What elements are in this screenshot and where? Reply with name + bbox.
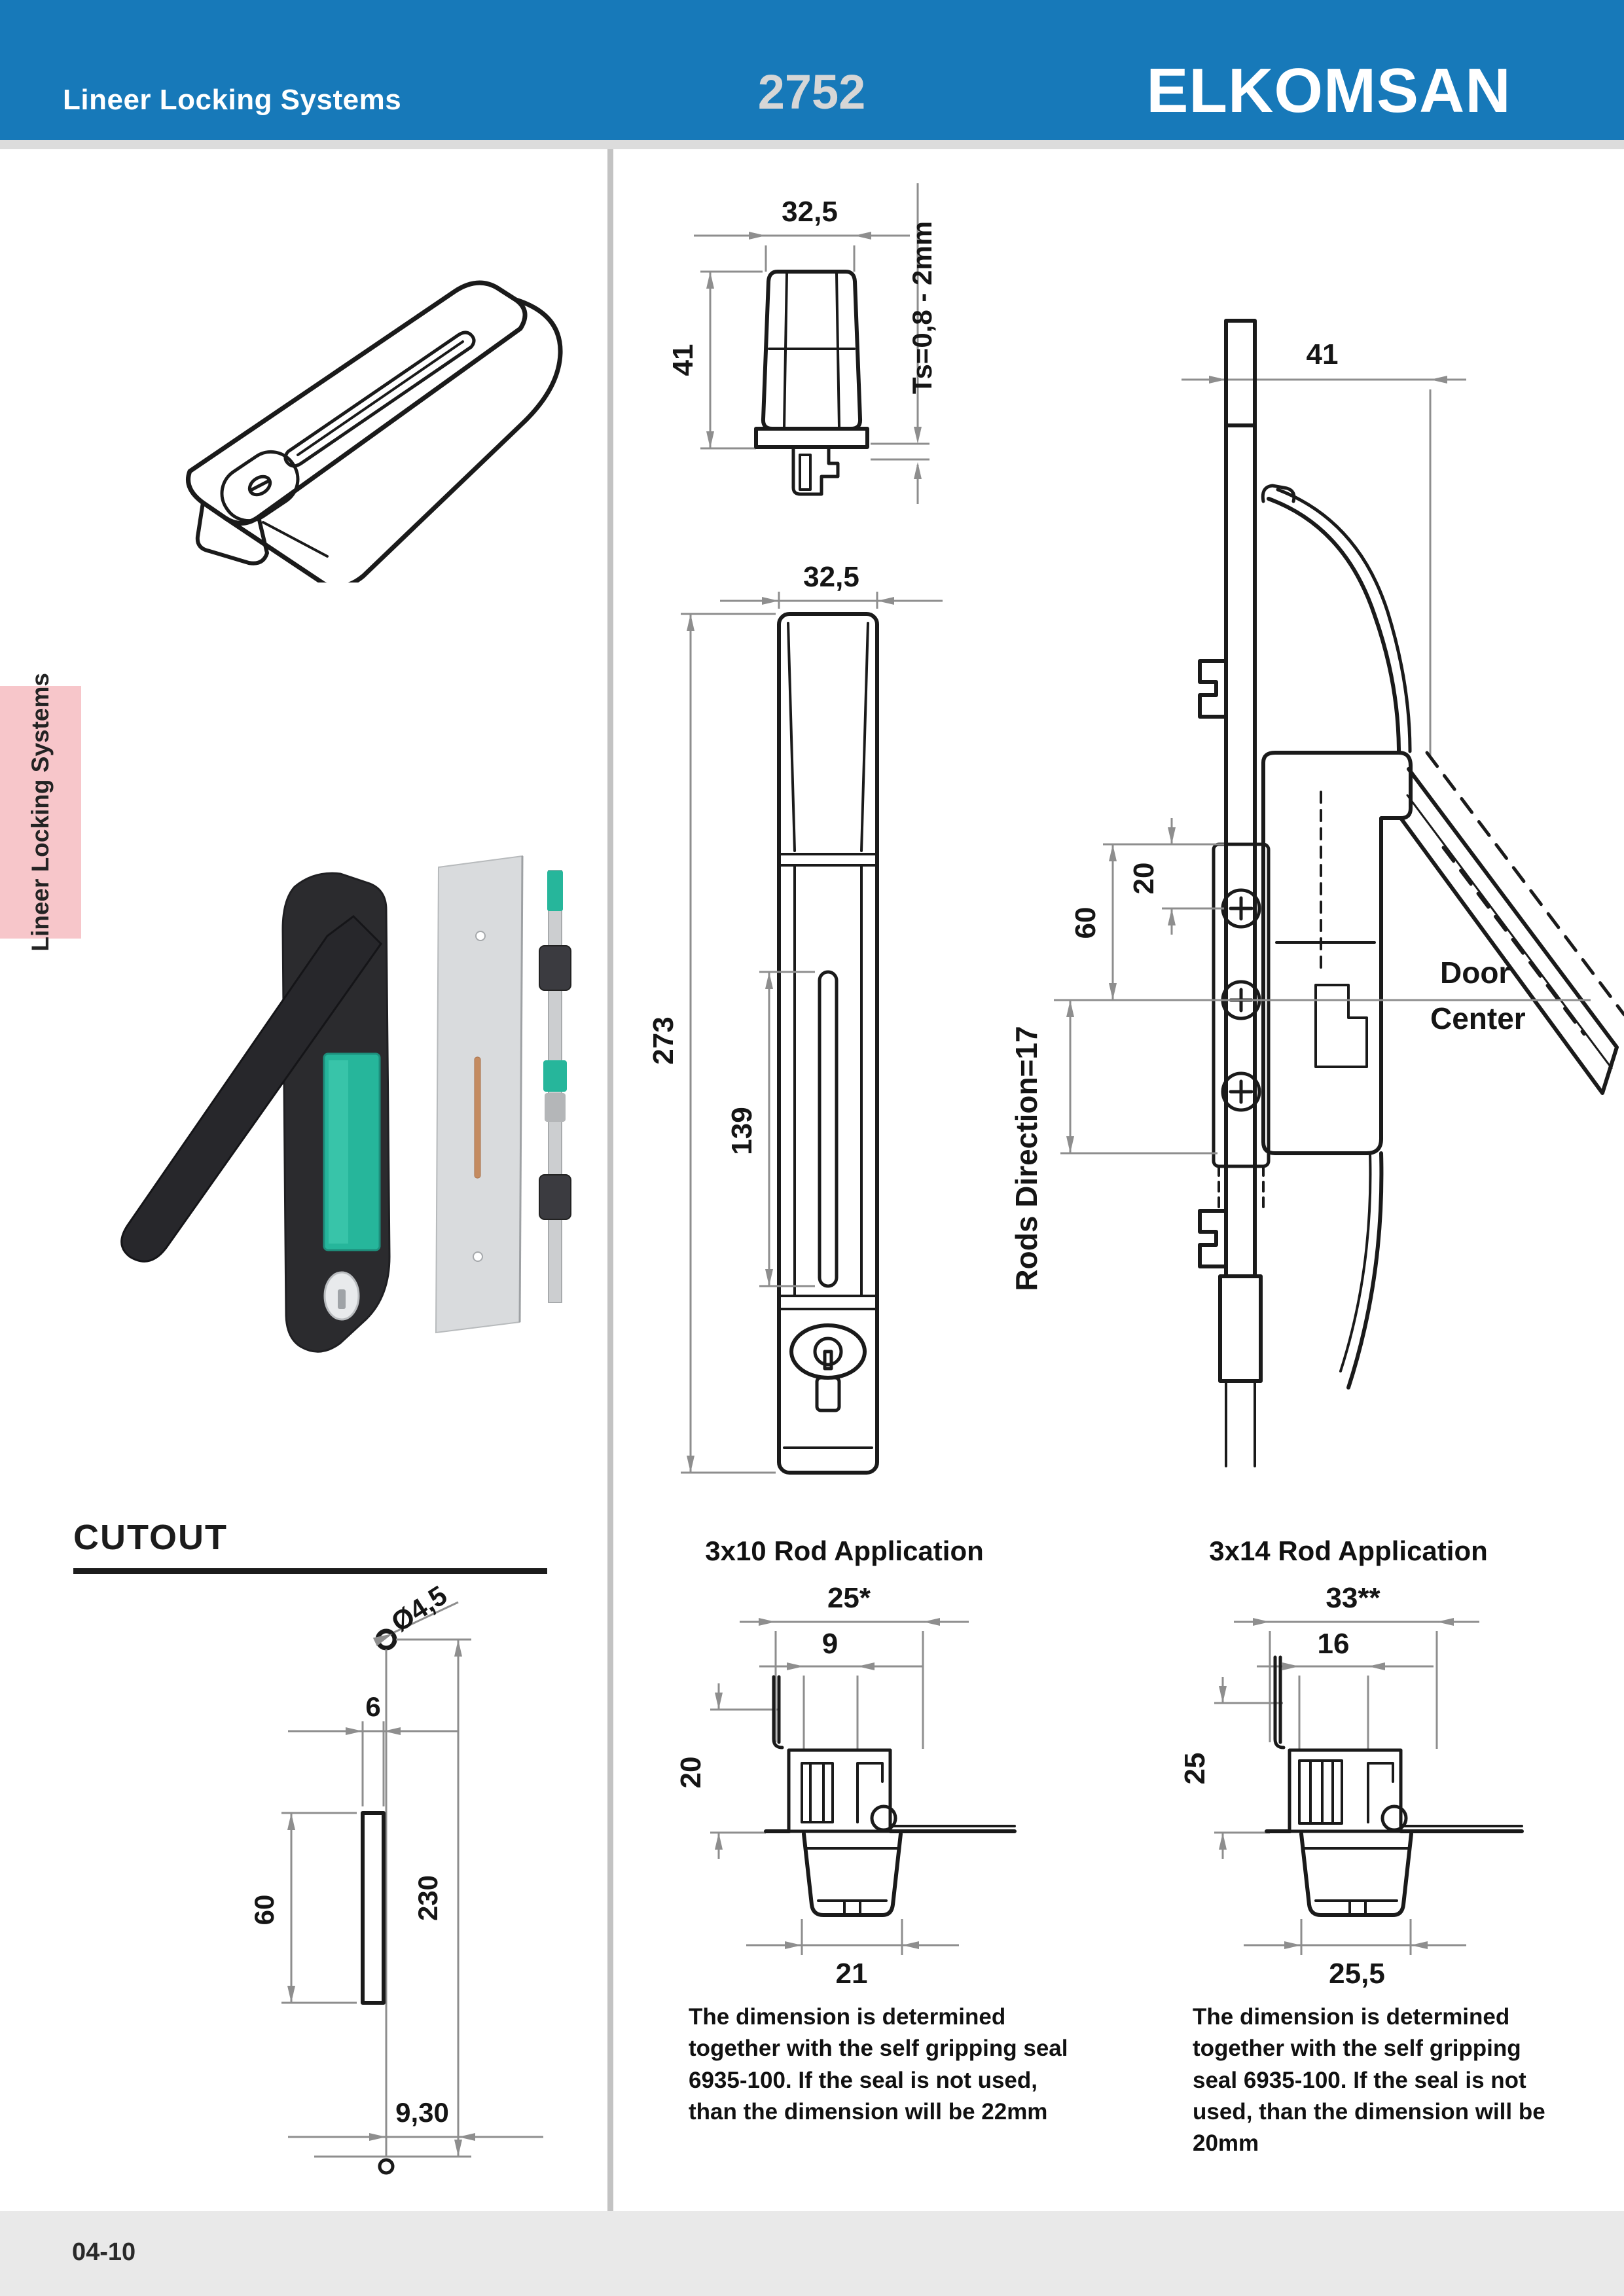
- rod14-drawing: 33** 16 25 25,5: [1179, 1582, 1524, 1990]
- rod-teal-tip: [547, 870, 563, 911]
- side-view-drawing: 41 Door Center 20: [1009, 319, 1624, 1467]
- exploded-view-drawing: [120, 855, 571, 1353]
- side-dim60-label: 60: [1070, 907, 1102, 939]
- rod10-title: 3x10 Rod Application: [705, 1535, 984, 1566]
- cutout-drawing: Ø4,5 230 6 60 9,30: [249, 1584, 543, 2175]
- rod14-title: 3x14 Rod Application: [1209, 1535, 1488, 1566]
- cap-width-label: 32,5: [782, 196, 838, 228]
- cutout-span-label: 230: [412, 1875, 443, 1921]
- rod-gray-block: [545, 1093, 566, 1122]
- rod14-note: The dimension is determined together wit…: [1193, 2004, 1545, 2157]
- door-center-label-2: Center: [1430, 1001, 1526, 1035]
- plate-hole-top: [475, 931, 486, 941]
- rod10-bottom-label: 21: [836, 1958, 868, 1990]
- side-depth-label: 41: [1307, 338, 1339, 370]
- brand-logo: ELKOMSAN: [1146, 56, 1511, 126]
- rod10-height-label: 20: [675, 1757, 707, 1789]
- page-number: 04-10: [72, 2238, 136, 2266]
- front-slot-label: 139: [726, 1107, 758, 1155]
- sidebar-tab: Lineer Locking Systems: [0, 673, 81, 952]
- plate-slot-shape: [474, 1056, 481, 1179]
- plate-hole-bottom: [473, 1251, 483, 1262]
- column-divider: [607, 149, 613, 2211]
- cap-thickness-label: Ts=0,8 - 2mm: [907, 221, 937, 394]
- rod-clip-top: [539, 945, 571, 991]
- key-slot-shape: [338, 1289, 346, 1309]
- iso-view-drawing: [186, 280, 563, 583]
- side-dim20-label: 20: [1128, 863, 1160, 895]
- handle-lever-shape: [120, 915, 382, 1263]
- rod10-inner-label: 9: [822, 1628, 838, 1660]
- cap-height-label: 41: [667, 344, 699, 376]
- rod14-outer-label: 33**: [1326, 1582, 1380, 1614]
- rod14-bottom-label: 25,5: [1329, 1958, 1385, 1990]
- cutout-underline: [73, 1568, 547, 1574]
- front-view-drawing: 32,5 273 139: [647, 563, 943, 1475]
- header-bar: [0, 0, 1624, 140]
- teal-highlight: [329, 1060, 348, 1244]
- cutout-slot-height-label: 60: [249, 1895, 280, 1926]
- rod10-note: The dimension is determined together wit…: [689, 2004, 1068, 2125]
- rod14-height-label: 25: [1179, 1753, 1211, 1785]
- front-width-label: 32,5: [803, 563, 859, 593]
- rod-clip-bottom: [539, 1174, 571, 1220]
- sidebar-label: Lineer Locking Systems: [27, 673, 54, 952]
- rod10-outer-label: 25*: [827, 1582, 871, 1614]
- header-strip: [0, 140, 1624, 149]
- front-height-label: 273: [647, 1016, 679, 1064]
- rod-teal-block: [543, 1060, 567, 1092]
- rod14-inner-label: 16: [1318, 1628, 1350, 1660]
- plate-edge: [518, 855, 524, 1323]
- cutout-slot-width-label: 6: [365, 1691, 380, 1722]
- product-code: 2752: [757, 65, 866, 119]
- cap-side-view-drawing: 32,5 41 Ts=0,8 - 2mm: [667, 183, 937, 504]
- page-title: Lineer Locking Systems: [63, 84, 402, 116]
- cutout-hole-label: Ø4,5: [386, 1584, 452, 1638]
- rod10-drawing: 25* 9 20 21: [675, 1582, 1017, 1990]
- cutout-title: CUTOUT: [73, 1518, 228, 1557]
- rods-direction-label: Rods Direction=17: [1009, 1026, 1043, 1291]
- cutout-offset-label: 9,30: [395, 2097, 449, 2128]
- footer-bar: [0, 2211, 1624, 2296]
- door-center-label-1: Door: [1440, 956, 1510, 990]
